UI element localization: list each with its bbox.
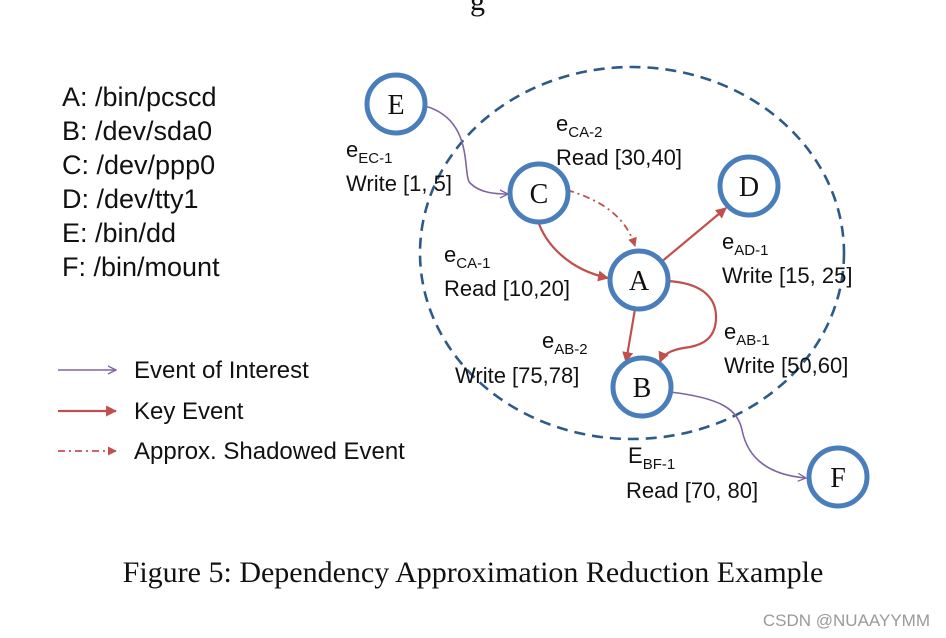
node-b-label: B [633,373,652,404]
legend-key-a: A: /bin/pcscd [62,82,217,112]
edge-a-d [659,207,727,264]
edge-label-ad1-sub: AD-1 [734,242,768,259]
node-c-circle [507,161,571,225]
edges [424,105,806,478]
scope-dashed-ellipse [418,65,846,441]
edge-label-ca1-id: eCA-1 [444,242,490,272]
edge-label-ad1-base: e [722,229,734,254]
edge-label-bf1-id: EBF-1 [628,443,675,473]
edge-label-bf1-base: E [628,443,643,468]
node-c-label: C [530,179,549,210]
edge-label-ad1-op: Write [15, 25] [722,263,852,288]
legend-event-of-interest-label: Event of Interest [134,357,309,384]
edge-label-ca1-op: Read [10,20] [444,276,570,301]
edge-label-ec1-sub: EC-1 [358,150,392,167]
edge-label-ec1-op: Write [1, 5] [346,171,452,196]
node-d-label: D [739,172,759,203]
edge-label-ca2-base: e [556,111,568,136]
edge-label-bf1-sub: BF-1 [643,456,676,473]
edge-label-ab2-base: e [542,328,554,353]
edge-label-ab1-op: Write [50,60] [724,353,848,378]
edge-c-a [535,217,610,282]
edge-labels: eEC-1 Write [1, 5] eCA-2 Read [30,40] eC… [346,111,852,503]
legend-shadowed-event-label: Approx. Shadowed Event [134,438,405,465]
node-f-label: F [830,463,846,494]
node-e-circle [364,72,428,136]
edge-label-ab1-sub: AB-1 [736,332,769,349]
edge-label-ab1-id: eAB-1 [724,319,770,349]
edge-a-b-1 [658,279,718,364]
node-a-label: A [629,266,650,297]
edge-label-ab2-sub: AB-2 [554,341,587,358]
edge-label-ca2-op: Read [30,40] [556,145,682,170]
edge-label-ca1-base: e [444,242,456,267]
edge-label-ca2-sub: CA-2 [568,124,602,141]
legend-key-event-label: Key Event [134,398,244,425]
edge-label-ec1-base: e [346,137,358,162]
node-f-circle [806,445,870,509]
nodes: E C D A B F [364,72,870,509]
legend-key-e: E: /bin/dd [62,218,176,248]
edge-label-ec1-id: eEC-1 [346,137,392,167]
edge-label-ca1-sub: CA-1 [456,255,490,272]
edge-label-ca2-id: eCA-2 [556,111,602,141]
node-b-circle [610,355,674,419]
node-d-circle [717,154,781,218]
edge-b-f [669,391,806,478]
edge-a-b-2 [622,308,637,364]
legend-key-d: D: /dev/tty1 [62,184,199,214]
node-e-label: E [387,90,404,121]
figure-caption: Figure 5: Dependency Approximation Reduc… [123,556,824,589]
edge-label-ab1-base: e [724,319,736,344]
legend-key-c: C: /dev/ppp0 [62,150,215,180]
node-key-legend: A: /bin/pcscd B: /dev/sda0 C: /dev/ppp0 … [62,82,220,282]
edge-label-ab2-id: eAB-2 [542,328,588,358]
edge-c-a-shadowed [566,189,637,247]
edge-label-ab2-op: Write [75,78] [455,363,579,388]
legend-key-f: F: /bin/mount [62,252,220,282]
edge-label-ad1-id: eAD-1 [722,229,768,259]
watermark: CSDN @NUAAYYMM [763,611,930,630]
edge-label-bf1-op: Read [70, 80] [626,478,758,503]
legend-key-b: B: /dev/sda0 [62,116,212,146]
edge-style-legend: Event of Interest Key Event Approx. Shad… [58,357,405,465]
node-a-circle [607,248,671,312]
edge-e-c [424,105,508,194]
header-fragment: g [470,0,485,17]
